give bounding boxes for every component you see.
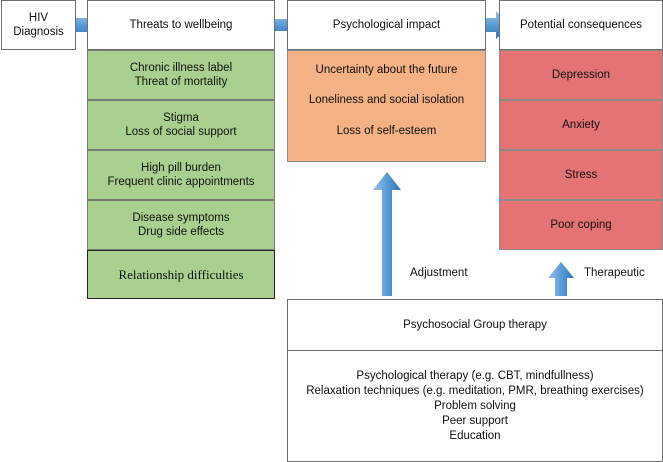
conseq-box-4: Poor coping <box>499 200 663 250</box>
threat-4-line-1: Disease symptoms <box>132 212 230 224</box>
therapy-item-1: Psychological therapy (e.g. CBT, mindful… <box>356 369 594 382</box>
conseq-box-2: Anxiety <box>499 100 663 150</box>
threats-header: Threats to wellbeing <box>87 0 275 50</box>
conseq-2: Anxiety <box>562 119 600 131</box>
therapy-item-4: Peer support <box>442 414 508 427</box>
threat-1-line-1: Chronic illness label <box>129 62 233 74</box>
hiv-line-1: HIV <box>28 12 49 24</box>
threat-4-line-2: Drug side effects <box>137 226 225 238</box>
hiv-diagnosis-box: HIV Diagnosis <box>1 0 76 50</box>
psych-header-label: Psychological impact <box>332 19 441 31</box>
hiv-line-2: Diagnosis <box>13 26 64 38</box>
therapy-item-5: Education <box>449 429 501 442</box>
conseq-4: Poor coping <box>550 219 612 231</box>
threat-2-line-1: Stigma <box>163 112 199 124</box>
therapy-item-2: Relaxation techniques (e.g. meditation, … <box>306 384 644 397</box>
therapeutic-label: Therapeutic <box>584 267 645 279</box>
threat-2-line-2: Loss of social support <box>125 126 237 138</box>
threat-box-1: Chronic illness label Threat of mortalit… <box>87 50 275 100</box>
therapy-title-box: Psychosocial Group therapy <box>287 299 663 351</box>
conseq-box-3: Stress <box>499 150 663 200</box>
threat-box-2: Stigma Loss of social support <box>87 100 275 150</box>
psych-header: Psychological impact <box>287 0 486 50</box>
conseq-header-label: Potential consequences <box>519 19 643 31</box>
adjustment-label: Adjustment <box>410 267 468 279</box>
conseq-box-1: Depression <box>499 50 663 100</box>
therapy-title: Psychosocial Group therapy <box>403 319 547 331</box>
therapy-items-box: Psychological therapy (e.g. CBT, mindful… <box>287 350 663 462</box>
arrow-psych-to-conseq <box>486 11 511 39</box>
threat-box-3: High pill burden Frequent clinic appoint… <box>87 150 275 200</box>
psych-item-3: Loss of self-esteem <box>336 125 437 137</box>
psych-item-1: Uncertainty about the future <box>315 64 458 76</box>
arrow-adjustment <box>373 172 401 296</box>
threats-header-label: Threats to wellbeing <box>129 19 233 31</box>
conseq-header: Potential consequences <box>499 0 663 50</box>
threat-3-line-1: High pill burden <box>141 162 221 174</box>
threat-1-line-2: Threat of mortality <box>134 76 228 88</box>
threat-3-line-2: Frequent clinic appointments <box>107 176 255 188</box>
threat-5-line-1: Relationship difficulties <box>118 266 244 282</box>
conseq-1: Depression <box>551 69 611 81</box>
psych-item-2: Loneliness and social isolation <box>308 94 465 106</box>
threat-box-4: Disease symptoms Drug side effects <box>87 200 275 250</box>
psych-impact-box: Uncertainty about the future Loneliness … <box>287 50 486 162</box>
therapy-item-3: Problem solving <box>434 399 516 412</box>
arrow-therapeutic <box>548 262 574 296</box>
threat-box-5: Relationship difficulties <box>87 250 275 299</box>
conseq-3: Stress <box>564 169 598 181</box>
